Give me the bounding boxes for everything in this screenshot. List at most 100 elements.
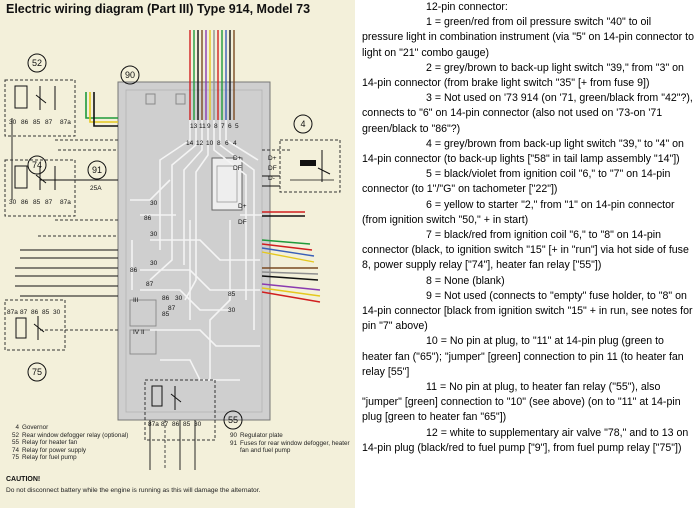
wire-bundle-right (261, 211, 321, 303)
plate-pin-86a: 86 (144, 215, 152, 222)
relay75-pin-87: 87 (20, 309, 28, 316)
plate-df2-label: DF (238, 219, 247, 226)
callout-75: 75 (32, 367, 42, 377)
conn-pin-9: 9 (207, 123, 211, 130)
relay75-pin-85: 85 (42, 309, 50, 316)
relay-75 (4, 299, 66, 351)
relay52-pin-87a: 87a (60, 119, 71, 126)
wire-bundle-left (85, 92, 118, 127)
note-item: 6 = yellow to starter "2," from "1" on 1… (362, 198, 675, 226)
relay75-pin-30: 30 (53, 309, 61, 316)
plate-iii-label: III (133, 297, 139, 304)
callout-circles (27, 53, 313, 430)
relay52-pin-87: 87 (45, 119, 53, 126)
conn-pin-6: 6 (228, 123, 232, 130)
relay55-pin-87a: 87a (148, 421, 159, 428)
relay74-pin-86: 86 (21, 199, 29, 206)
note-item: 9 = Not used (connects to "empty" fuse h… (362, 289, 693, 333)
callout-74: 74 (32, 160, 42, 170)
caution-heading: CAUTION! (6, 476, 41, 483)
note-item: 7 = black/red from ignition coil "6," to… (362, 229, 689, 272)
relay74-pin-85: 85 (33, 199, 41, 206)
note-item: 11 = No pin at plug, to heater fan relay… (362, 381, 681, 424)
governor-dminus: D- (268, 175, 275, 182)
plate-dplus2-label: D+ (238, 203, 247, 210)
plate-pin-86c: 86 (162, 295, 170, 302)
callout-55: 55 (228, 415, 238, 425)
relay52-pin-30: 30 (9, 119, 17, 126)
caution-text: Do not disconnect battery while the engi… (6, 487, 261, 494)
note-item: 8 = None (blank) (426, 274, 505, 287)
fuse-25a-label: 25A (90, 185, 102, 192)
relay55-pin-85: 85 (183, 421, 191, 428)
conn-pin-7: 7 (221, 123, 225, 130)
relay74-pin-30: 30 (9, 199, 17, 206)
connector-notes: 12-pin connector: 1 = green/red from oil… (362, 0, 694, 456)
conn-pin-5: 5 (235, 123, 239, 130)
relay52-pin-86: 86 (21, 119, 29, 126)
plate-traces (130, 120, 262, 381)
callout-90: 90 (125, 70, 135, 80)
relay52-pin-85: 85 (33, 119, 41, 126)
conn2-pin-6: 6 (225, 140, 229, 147)
diagram-title: Electric wiring diagram (Part III) Type … (6, 2, 311, 16)
relay74-pin-87: 87 (45, 199, 53, 206)
dashed-connections (38, 139, 290, 470)
plate-pin-30a: 30 (150, 200, 158, 207)
note-item: 2 = grey/brown to back-up light switch "… (362, 61, 684, 90)
plate-df-label: DF (233, 165, 242, 172)
relay75-pin-86: 86 (31, 309, 39, 316)
wire-bundle-top (189, 30, 235, 120)
wiring-diagram: Electric wiring diagram (Part III) Type … (0, 0, 355, 508)
note-item: 5 = black/violet from ignition coil "6,"… (362, 168, 671, 196)
conn-pin-8: 8 (214, 123, 218, 130)
note-item: 10 = No pin at plug, to "11" at 14-pin p… (362, 335, 684, 378)
conn-pin-11: 11 (199, 123, 206, 130)
plate-pin-85b: 85 (228, 291, 236, 298)
governor-4 (279, 139, 341, 193)
regulator-plate (117, 81, 271, 421)
diagram-drawing: 52 90 4 74 91 75 55 30 86 85 87 87a 30 8… (4, 30, 341, 470)
signal-lines (11, 118, 280, 470)
relay74-pin-87a: 87a (60, 199, 71, 206)
relay55-pin-86: 86 (172, 421, 180, 428)
relay75-pin-87a: 87a (7, 309, 18, 316)
governor-df: DF (268, 165, 277, 172)
note-item: 1 = green/red from oil pressure switch "… (362, 16, 694, 59)
conn2-pin-14: 14 (186, 140, 194, 147)
plate-pin-30c: 30 (150, 260, 158, 267)
plate-dplus-label: D+ (233, 155, 242, 162)
plate-pin-30b: 30 (150, 231, 158, 238)
callout-52: 52 (32, 58, 42, 68)
conn2-pin-12: 12 (196, 140, 204, 147)
plate-pin-30e: 30 (228, 307, 236, 314)
note-item: 4 = grey/brown from back-up light switch… (362, 137, 684, 166)
governor-dplus: D+ (268, 155, 277, 162)
relay-55 (144, 379, 216, 441)
note-item: 12 = white to supplementary air valve "7… (362, 426, 689, 454)
conn2-pin-4: 4 (233, 140, 237, 147)
notes-title: 12-pin connector: (426, 1, 508, 13)
plate-pin-87b: 87 (168, 305, 176, 312)
relay-74 (4, 159, 76, 217)
callout-4: 4 (300, 119, 305, 129)
plate-pin-85a: 85 (162, 311, 170, 318)
plate-pin-30d: 30 (175, 295, 183, 302)
conn-pin-13: 13 (190, 123, 198, 130)
relay55-pin-30: 30 (194, 421, 202, 428)
plate-iv-ii-label: IV II (133, 329, 145, 336)
relay55-pin-87: 87 (161, 421, 169, 428)
conn2-pin-10: 10 (206, 140, 214, 147)
callout-91: 91 (92, 165, 102, 175)
relay-52 (4, 79, 76, 137)
note-item: 3 = Not used on '73 914 (on '71, green/b… (362, 92, 693, 135)
